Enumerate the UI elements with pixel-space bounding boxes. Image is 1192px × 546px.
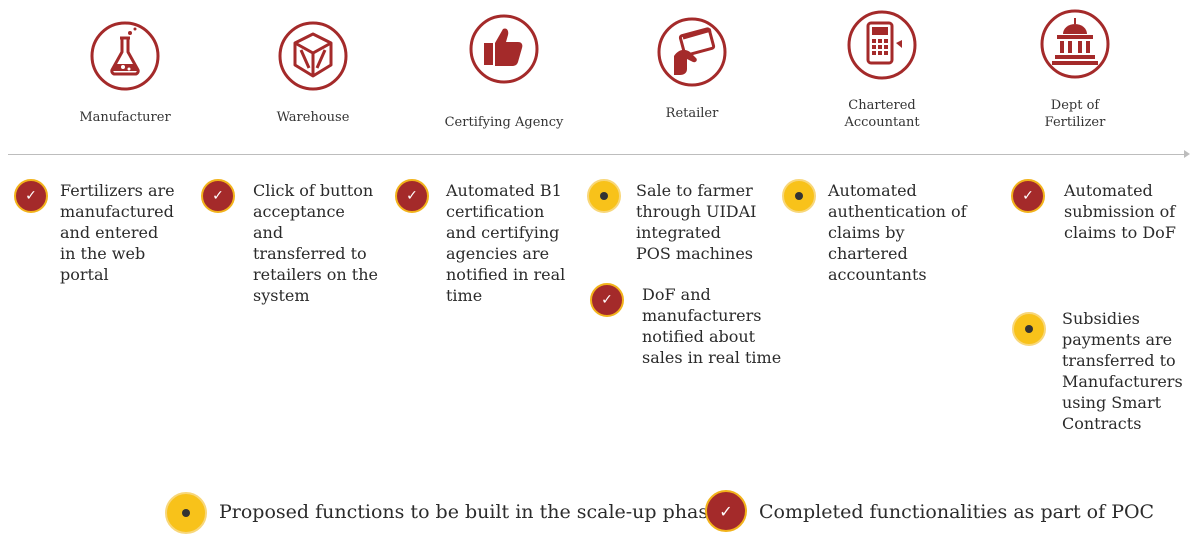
completed-badge: ✓	[201, 179, 235, 213]
timeline-axis	[8, 154, 1184, 155]
check-icon: ✓	[719, 501, 733, 521]
actor-label: Dept of Fertilizer	[1044, 98, 1106, 130]
certifying-agency-step-1: Automated B1 certification and certifyin…	[446, 181, 566, 305]
check-icon: ✓	[212, 188, 224, 204]
actor-label: Retailer	[665, 106, 719, 121]
dot-icon	[1025, 325, 1033, 333]
legend-completed-badge: ✓	[705, 490, 747, 532]
box-icon	[277, 20, 349, 92]
actor-label: Warehouse	[276, 110, 350, 125]
government-building-icon	[1039, 8, 1111, 80]
chartered-accountant-step-1: Automated authentication of claims by ch…	[828, 181, 967, 284]
check-icon: ✓	[406, 188, 418, 204]
actor-label: Certifying Agency	[444, 115, 564, 130]
check-icon: ✓	[25, 188, 37, 204]
dot-icon	[600, 192, 608, 200]
dot-icon	[182, 509, 190, 517]
calculator-icon	[846, 9, 918, 81]
retailer-step-2: DoF and manufacturers notified about sal…	[642, 285, 782, 367]
retailer-step-1: Sale to farmer through UIDAI integrated …	[636, 181, 757, 263]
timeline-arrowhead	[1184, 150, 1190, 158]
proposed-badge	[1012, 312, 1046, 346]
legend-completed-label: Completed functionalities as part of POC	[759, 501, 1155, 523]
check-icon: ✓	[1022, 188, 1034, 204]
proposed-badge	[587, 179, 621, 213]
completed-badge: ✓	[1011, 179, 1045, 213]
flask-icon	[89, 20, 161, 92]
card-payment-icon	[656, 16, 728, 88]
actor-label: Manufacturer	[79, 110, 171, 125]
completed-badge: ✓	[590, 283, 624, 317]
dept-of-fertilizer-step-2: Subsidies payments are transferred to Ma…	[1062, 309, 1183, 433]
warehouse-step-1: Click of button acceptance and transferr…	[253, 181, 378, 305]
completed-badge: ✓	[14, 179, 48, 213]
dot-icon	[795, 192, 803, 200]
manufacturer-step-1: Fertilizers are manufactured and entered…	[60, 181, 175, 284]
proposed-badge	[782, 179, 816, 213]
actor-label: Chartered Accountant	[844, 98, 920, 130]
dept-of-fertilizer-step-1: Automated submission of claims to DoF	[1064, 181, 1176, 242]
completed-badge: ✓	[395, 179, 429, 213]
thumbs-up-icon	[468, 13, 540, 85]
legend-proposed-label: Proposed functions to be built in the sc…	[219, 501, 720, 523]
check-icon: ✓	[601, 292, 613, 308]
legend-proposed-badge	[165, 492, 207, 534]
